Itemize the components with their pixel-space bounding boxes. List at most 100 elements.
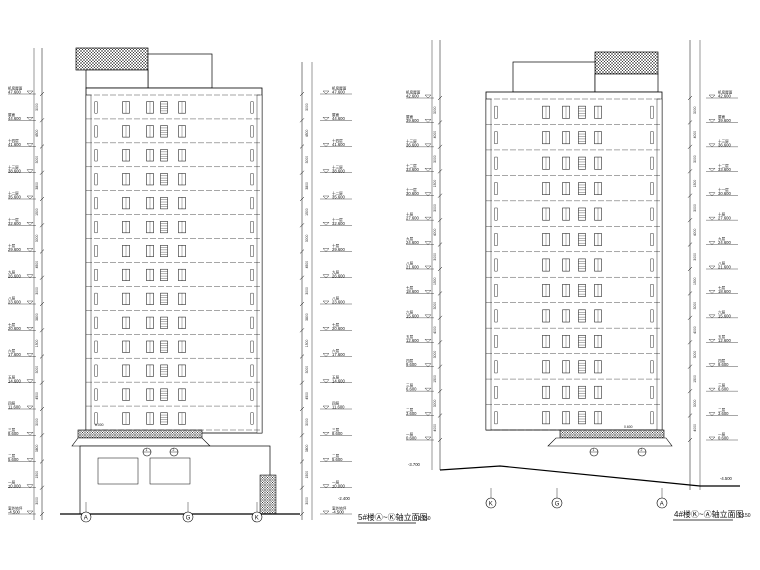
balcony-slit <box>94 292 98 305</box>
level-label: 四层 <box>406 358 414 363</box>
facade-body <box>485 91 663 431</box>
balcony-slit <box>250 340 254 353</box>
facade-left-strip <box>485 98 492 431</box>
level-marker-icon <box>322 353 330 357</box>
level-marker-icon <box>26 432 34 436</box>
stair-window <box>578 207 586 221</box>
dim-value: 3000 <box>35 234 39 242</box>
dim-value: 3000 <box>35 497 39 505</box>
level-value: 44.600 <box>332 116 345 121</box>
level-marker-icon <box>26 222 34 226</box>
level-label: 二层 <box>332 453 340 458</box>
roof-hatch-block <box>75 47 149 71</box>
level-marker-icon <box>708 265 716 270</box>
dim-value: 3000 <box>305 497 309 505</box>
balcony-slit <box>494 105 498 119</box>
stair-window <box>160 388 168 401</box>
level-value: 5.600 <box>332 457 343 462</box>
balcony-slit <box>494 284 498 297</box>
level-label: 二层 <box>718 407 726 412</box>
level-marker-icon <box>322 169 330 173</box>
dim-value: 4500 <box>305 261 309 269</box>
balcony-slit <box>94 221 98 234</box>
level-value: 5.600 <box>8 457 19 462</box>
level-value: 24.600 <box>718 240 731 245</box>
balcony-slit <box>94 125 98 138</box>
balcony-slit <box>650 156 654 170</box>
balcony-slit <box>94 197 98 210</box>
level-label: 二层 <box>8 453 16 458</box>
grade-line <box>439 465 740 487</box>
level-value: 38.600 <box>332 168 345 173</box>
level-label: 四层 <box>8 401 16 406</box>
balcony-slit <box>250 125 254 138</box>
level-label: 六层 <box>8 348 16 353</box>
level-value: 29.600 <box>332 247 345 252</box>
level-marker-icon <box>424 290 432 294</box>
dim-value: 1500 <box>433 277 437 285</box>
level-label: 九层 <box>718 236 726 241</box>
left-extra-level: -3.700 <box>408 462 421 467</box>
dim-value: 1500 <box>693 180 697 188</box>
axis-lines <box>490 488 663 498</box>
dim-value: 4000 <box>433 131 437 139</box>
level-value: 30.600 <box>718 191 731 196</box>
dim-value: 3000 <box>35 156 39 164</box>
level-value: -4.500 <box>8 510 21 515</box>
dim-value: 1500 <box>693 375 697 383</box>
stair-window <box>160 292 168 305</box>
level-marker-icon <box>424 339 432 343</box>
level-marker-icon <box>424 387 432 392</box>
facade-right-strip <box>656 98 663 431</box>
balcony-slit <box>494 386 498 399</box>
roof-hatch-block <box>594 51 659 75</box>
level-value: 21.600 <box>718 265 731 270</box>
level-marker-icon <box>322 510 330 515</box>
level-value: 18.600 <box>406 289 419 294</box>
right-extra-level: -4.500 <box>720 476 733 481</box>
dim-value: 3000 <box>693 155 697 163</box>
stair-window <box>160 268 168 281</box>
level-marker-icon <box>708 363 716 367</box>
level-marker-icon <box>26 195 34 200</box>
level-label: 十四层 <box>8 138 19 143</box>
balcony-slit <box>94 101 98 114</box>
level-marker-icon <box>26 90 34 95</box>
dim-value: 1500 <box>433 375 437 383</box>
balcony-slit <box>250 388 254 401</box>
axis-bubble-g: G <box>182 511 194 523</box>
level-value: 38.600 <box>8 168 21 173</box>
stair-window <box>578 105 586 119</box>
balcony-slit <box>494 411 498 425</box>
level-marker-icon <box>322 143 330 147</box>
level-label: 七层 <box>8 322 16 327</box>
drawing-scale: 1:150 <box>418 516 431 522</box>
stair-window <box>578 284 586 297</box>
dim-value: 3000 <box>433 399 437 407</box>
level-label: 四层 <box>332 401 340 406</box>
level-value: 39.600 <box>406 118 419 123</box>
level-value: 33.600 <box>718 167 731 172</box>
level-value: 15.600 <box>718 313 731 318</box>
stair-window <box>160 316 168 329</box>
dim-value: 4000 <box>433 326 437 334</box>
level-marker-icon <box>26 143 34 147</box>
stair-window <box>160 149 168 162</box>
level-label: 八层 <box>406 261 414 266</box>
level-value: 39.600 <box>718 118 731 123</box>
level-label: 五层 <box>8 374 16 379</box>
drawing-title: 5#楼Ⓐ~Ⓚ轴立面图 <box>358 512 428 522</box>
balcony-slit <box>250 197 254 210</box>
balcony-slit <box>250 149 254 162</box>
level-value: 20.600 <box>332 326 345 331</box>
dim-value: 3800 <box>305 444 309 452</box>
right-extra-level: -2.400 <box>338 496 351 501</box>
dim-value: 3800 <box>305 313 309 321</box>
dim-value: 4000 <box>693 228 697 236</box>
dim-value: 4000 <box>693 424 697 432</box>
stair-window <box>160 340 168 353</box>
level-label: 屋面 <box>718 114 726 119</box>
dim-value: 4500 <box>305 129 309 137</box>
level-marker-icon <box>708 387 716 392</box>
